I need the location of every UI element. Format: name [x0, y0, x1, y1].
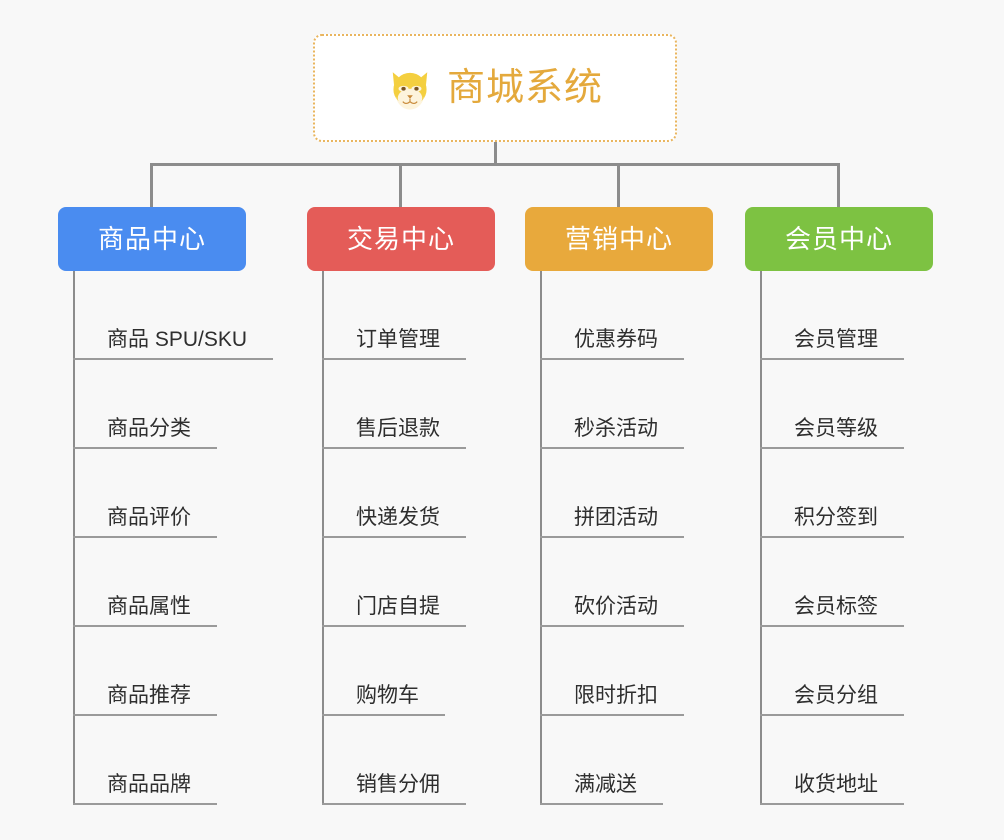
column-marketing-center: 营销中心 优惠券码 秒杀活动 拼团活动 砍价活动 限时折扣 满减送: [525, 207, 713, 805]
leaf-label: 会员管理: [794, 327, 878, 351]
leaf-item[interactable]: 售后退款: [322, 360, 495, 449]
connector-drop-1: [399, 163, 402, 208]
leaf-label: 快递发货: [356, 505, 440, 529]
leaf-label: 秒杀活动: [574, 416, 658, 440]
column-member-center: 会员中心 会员管理 会员等级 积分签到 会员标签 会员分组 收货地址: [745, 207, 933, 805]
leaf-item[interactable]: 会员标签: [760, 538, 933, 627]
column-spine-2: [540, 271, 542, 805]
leaf-item[interactable]: 收货地址: [760, 716, 933, 805]
leaf-item[interactable]: 限时折扣: [540, 627, 713, 716]
column-spine-3: [760, 271, 762, 805]
leaf-label: 销售分佣: [356, 772, 440, 796]
column-body-1: 订单管理 售后退款 快递发货 门店自提 购物车 销售分佣: [322, 271, 495, 805]
leaf-item[interactable]: 满减送: [540, 716, 713, 805]
root-title: 商城系统: [446, 67, 603, 109]
leaf-label: 限时折扣: [574, 683, 658, 707]
leaf-label: 会员分组: [794, 683, 878, 707]
leaf-item[interactable]: 会员分组: [760, 627, 933, 716]
column-product-center: 商品中心 商品 SPU/SKU 商品分类 商品评价 商品属性 商品推荐 商品品牌: [58, 207, 274, 805]
leaf-item[interactable]: 会员管理: [760, 271, 933, 360]
root-node[interactable]: 商城系统: [313, 34, 677, 142]
connector-drop-2: [617, 163, 620, 208]
leaf-item[interactable]: 商品品牌: [73, 716, 273, 805]
leaf-label: 售后退款: [356, 416, 440, 440]
connector-root-stem: [494, 142, 497, 166]
leaf-label: 商品品牌: [107, 772, 191, 796]
leaf-label: 商品属性: [107, 594, 191, 618]
leaf-label: 拼团活动: [574, 505, 658, 529]
leaf-label: 商品评价: [107, 505, 191, 529]
leaf-label: 优惠券码: [574, 327, 658, 351]
leaf-item[interactable]: 砍价活动: [540, 538, 713, 627]
shiba-dog-face-icon: [392, 72, 428, 110]
column-header-1[interactable]: 交易中心: [307, 207, 495, 271]
leaf-label: 会员等级: [794, 416, 878, 440]
leaf-item[interactable]: 商品评价: [73, 449, 273, 538]
column-spine-0: [73, 271, 75, 805]
leaf-label: 收货地址: [794, 772, 878, 796]
column-header-label-3: 会员中心: [784, 224, 893, 254]
connector-drop-3: [837, 163, 840, 208]
leaf-label: 满减送: [574, 772, 637, 796]
column-header-0[interactable]: 商品中心: [58, 207, 246, 271]
leaf-item[interactable]: 销售分佣: [322, 716, 495, 805]
leaf-item[interactable]: 秒杀活动: [540, 360, 713, 449]
leaf-label: 订单管理: [356, 327, 440, 351]
column-spine-1: [322, 271, 324, 805]
leaf-label: 商品 SPU/SKU: [107, 327, 248, 351]
leaf-item[interactable]: 订单管理: [322, 271, 495, 360]
leaf-item[interactable]: 优惠券码: [540, 271, 713, 360]
connector-bus: [150, 163, 840, 166]
leaf-item[interactable]: 商品推荐: [73, 627, 273, 716]
leaf-label: 会员标签: [794, 594, 878, 618]
column-trade-center: 交易中心 订单管理 售后退款 快递发货 门店自提 购物车 销售分佣: [307, 207, 495, 805]
column-header-3[interactable]: 会员中心: [745, 207, 933, 271]
column-header-label-2: 营销中心: [564, 224, 673, 254]
leaf-label: 商品推荐: [107, 683, 191, 707]
leaf-label: 购物车: [356, 683, 419, 707]
leaf-item[interactable]: 购物车: [322, 627, 495, 716]
leaf-item[interactable]: 快递发货: [322, 449, 495, 538]
leaf-item[interactable]: 积分签到: [760, 449, 933, 538]
leaf-label: 商品分类: [107, 416, 191, 440]
column-body-0: 商品 SPU/SKU 商品分类 商品评价 商品属性 商品推荐 商品品牌: [73, 271, 274, 805]
column-header-2[interactable]: 营销中心: [525, 207, 713, 271]
leaf-item[interactable]: 商品 SPU/SKU: [73, 271, 274, 360]
leaf-item[interactable]: 商品分类: [73, 360, 273, 449]
leaf-label: 积分签到: [794, 505, 878, 529]
leaf-item[interactable]: 商品属性: [73, 538, 273, 627]
leaf-label: 砍价活动: [574, 594, 658, 618]
column-body-3: 会员管理 会员等级 积分签到 会员标签 会员分组 收货地址: [760, 271, 933, 805]
leaf-item[interactable]: 门店自提: [322, 538, 495, 627]
column-body-2: 优惠券码 秒杀活动 拼团活动 砍价活动 限时折扣 满减送: [540, 271, 713, 805]
connector-drop-0: [150, 163, 153, 208]
column-header-label-1: 交易中心: [346, 224, 455, 254]
leaf-item[interactable]: 拼团活动: [540, 449, 713, 538]
leaf-label: 门店自提: [356, 594, 440, 618]
leaf-item[interactable]: 会员等级: [760, 360, 933, 449]
column-header-label-0: 商品中心: [97, 224, 206, 254]
